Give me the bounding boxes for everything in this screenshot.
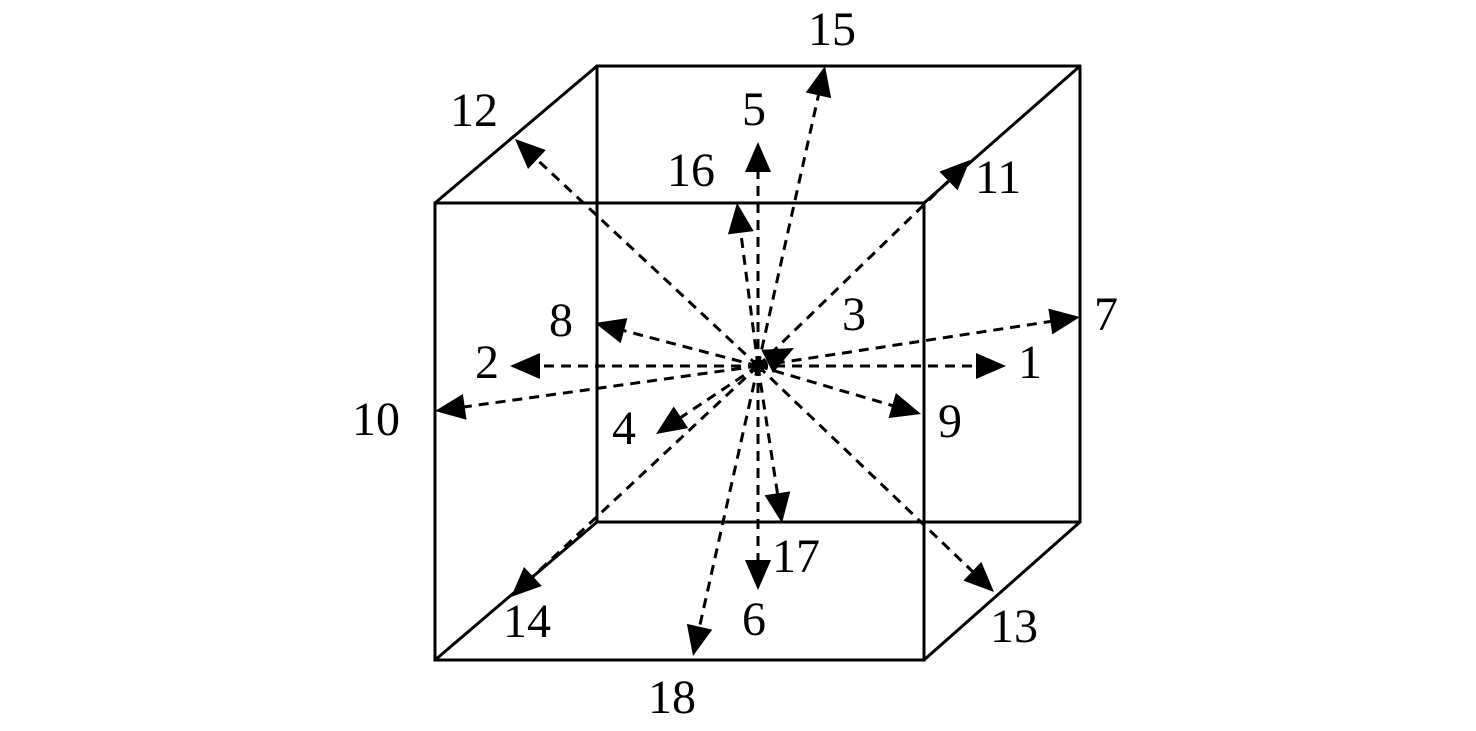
vector-18-shaft bbox=[697, 365, 760, 631]
vector-5-arrowhead bbox=[745, 142, 771, 172]
cube-bottom-right-connector bbox=[922, 520, 1082, 662]
direction-label-15: 15 bbox=[808, 3, 856, 56]
velocity-vectors bbox=[435, 66, 1080, 656]
vector-4-arrowhead bbox=[656, 406, 689, 434]
vector-16-arrowhead bbox=[727, 203, 754, 235]
direction-label-2: 2 bbox=[475, 336, 499, 389]
vector-10-shaft bbox=[460, 364, 759, 409]
vector-15-shaft bbox=[756, 91, 821, 367]
vector-6-arrowhead bbox=[745, 560, 771, 590]
direction-label-14: 14 bbox=[503, 595, 551, 648]
vector-10-arrowhead bbox=[435, 393, 467, 420]
direction-label-17: 17 bbox=[772, 530, 820, 583]
direction-label-6: 6 bbox=[742, 593, 766, 646]
vector-1-arrowhead bbox=[976, 353, 1006, 379]
vector-8-shaft bbox=[619, 328, 759, 368]
vector-2-arrowhead bbox=[510, 353, 540, 379]
direction-label-18: 18 bbox=[648, 671, 696, 724]
direction-label-16: 16 bbox=[667, 144, 715, 197]
direction-label-12: 12 bbox=[450, 84, 498, 137]
direction-label-5: 5 bbox=[742, 83, 766, 136]
direction-label-1: 1 bbox=[1018, 336, 1042, 389]
direction-label-11: 11 bbox=[975, 151, 1021, 204]
vector-9-shaft bbox=[757, 364, 897, 409]
cube-edges bbox=[433, 64, 1082, 662]
vector-17-shaft bbox=[756, 365, 780, 498]
vector-15-arrowhead bbox=[805, 66, 832, 99]
vector-11-shaft bbox=[756, 177, 953, 368]
vector-13-arrowhead bbox=[963, 561, 994, 592]
vector-16-shaft bbox=[738, 228, 760, 367]
direction-label-10: 10 bbox=[352, 393, 400, 446]
vector-12-shaft bbox=[532, 155, 760, 368]
vector-11-arrowhead bbox=[939, 160, 970, 191]
cube-front-face bbox=[433, 201, 926, 662]
cube-top-left-connector bbox=[433, 64, 599, 205]
direction-label-3: 3 bbox=[842, 288, 866, 341]
direction-label-8: 8 bbox=[549, 294, 573, 347]
vector-18-arrowhead bbox=[686, 623, 713, 656]
vector-14-shaft bbox=[528, 364, 760, 581]
vector-12-arrowhead bbox=[515, 139, 546, 169]
direction-label-13: 13 bbox=[990, 600, 1038, 653]
direction-label-4: 4 bbox=[612, 402, 636, 455]
vector-9-arrowhead bbox=[888, 393, 921, 418]
direction-label-7: 7 bbox=[1094, 288, 1118, 341]
vector-17-arrowhead bbox=[764, 491, 791, 523]
vector-7-arrowhead bbox=[1048, 308, 1080, 335]
vector-8-arrowhead bbox=[595, 318, 628, 344]
vector-14-arrowhead bbox=[511, 567, 542, 597]
direction-label-9: 9 bbox=[938, 395, 962, 448]
vector-7-shaft bbox=[757, 319, 1055, 368]
vector-3-arrowhead bbox=[761, 348, 794, 374]
center-node bbox=[751, 359, 765, 373]
